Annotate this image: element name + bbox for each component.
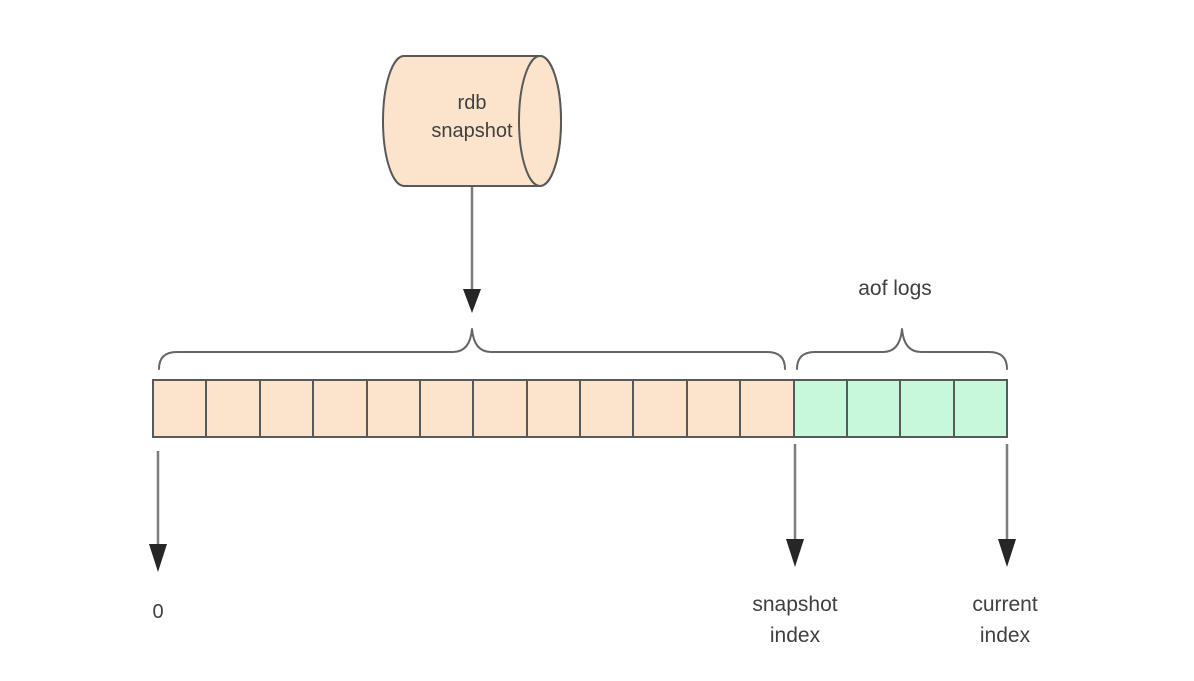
aof-range-brace [796, 328, 1008, 370]
current-index-label: current index [972, 593, 1038, 647]
rdb-to-timeline-arrow [463, 187, 481, 313]
snapshot-cell [154, 381, 208, 436]
timeline-row [152, 379, 1008, 438]
snapshot-cell [367, 381, 421, 436]
snapshot-cell [634, 381, 688, 436]
aof-log-cell [901, 381, 955, 436]
snapshot-cell [314, 381, 368, 436]
zero-marker-arrow [149, 451, 167, 572]
snapshot-cell [474, 381, 528, 436]
snapshot-cell [420, 381, 475, 436]
zero-label: 0 [152, 601, 164, 623]
aof-log-cell [847, 381, 902, 436]
snapshot-cell [527, 381, 581, 436]
aof-log-cell [794, 381, 848, 436]
snapshot-cell [581, 381, 635, 436]
snapshot-range-brace [158, 328, 786, 370]
aof-log-cell [954, 381, 1006, 436]
snapshot-cell [207, 381, 261, 436]
snapshot-cell [741, 381, 795, 436]
snapshot-cell [260, 381, 315, 436]
arrow-head-icon [998, 539, 1016, 567]
cylinder-label: rdb snapshot [431, 92, 513, 142]
snapshot-index-marker-arrow [786, 444, 804, 567]
arrow-head-icon [149, 544, 167, 572]
cylinder-face [518, 55, 562, 187]
aof-logs-label: aof logs [858, 277, 932, 300]
rdb-cylinder-shape [382, 55, 562, 187]
arrow-head-icon [463, 289, 481, 313]
current-index-marker-arrow [998, 444, 1016, 567]
snapshot-index-label: snapshot index [752, 593, 838, 647]
arrow-head-icon [786, 539, 804, 567]
snapshot-cell [687, 381, 742, 436]
